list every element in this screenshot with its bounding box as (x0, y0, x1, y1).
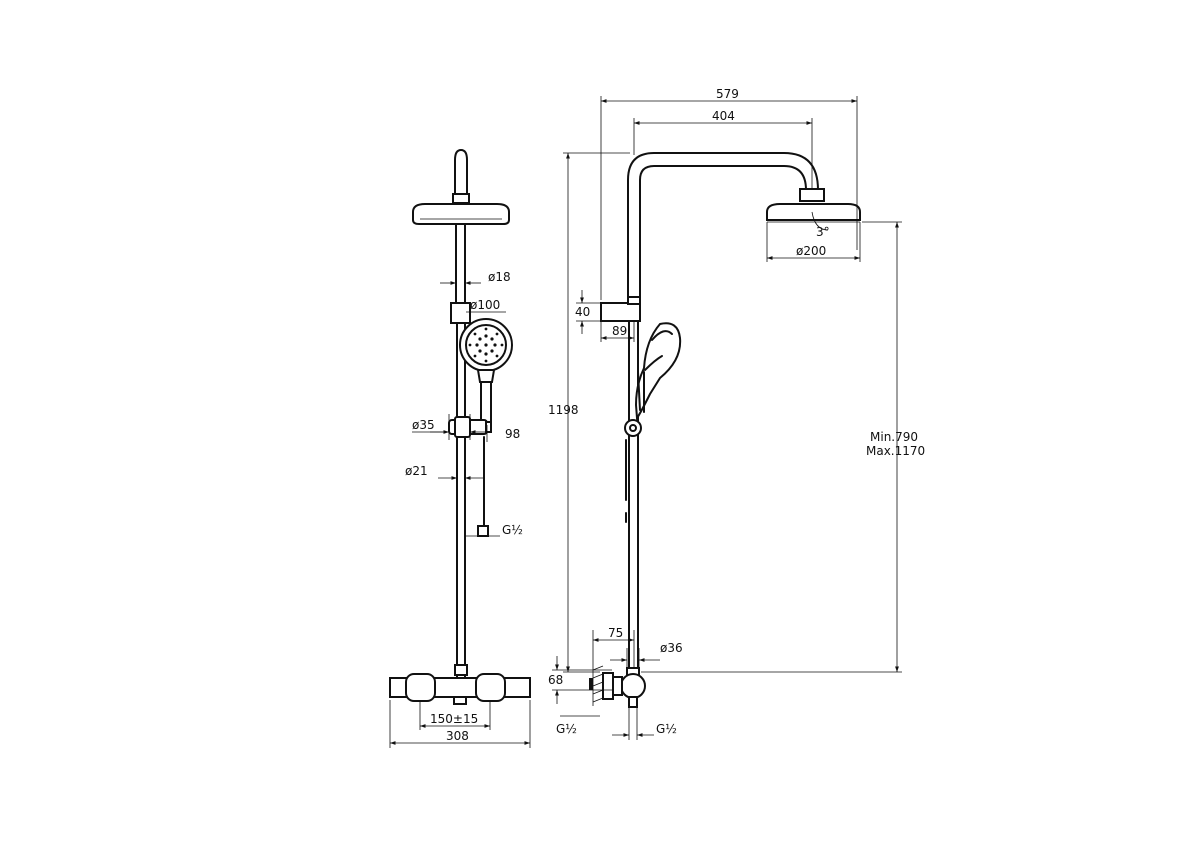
front-arm-top (454, 149, 468, 196)
dim-side-tilt: 3° (811, 211, 830, 239)
dim-side-eccentric: 75 (592, 626, 635, 668)
front-lower-pipe (456, 322, 466, 679)
dim-front-pipe-upper: ø18 (440, 270, 511, 290)
front-hose-nut (477, 525, 489, 537)
label-outlet-thread: G½ (656, 722, 677, 736)
label-head-tilt: 3° (816, 225, 830, 239)
side-riser-arm (627, 152, 819, 299)
side-head-nut (799, 188, 825, 202)
dim-side-total: 579 (600, 87, 858, 300)
dim-side-holder-depth: 89 (600, 321, 635, 342)
side-view: 579 404 1198 40 89 3° (548, 87, 925, 740)
label-inlet-spacing: 150±15 (430, 712, 478, 726)
label-hand-shower: ø100 (470, 298, 500, 312)
label-holder-depth: 89 (612, 324, 627, 338)
dim-side-head-height: Min.790 Max.1170 (641, 221, 925, 673)
label-pipe-lower: ø21 (405, 464, 428, 478)
front-upper-pipe (455, 223, 466, 305)
label-hose-thread: G½ (502, 523, 523, 537)
label-bracket: ø35 (412, 418, 435, 432)
dim-front-bracket: ø35 (412, 414, 485, 440)
label-mixer-width: 308 (446, 729, 469, 743)
side-hand-shower (634, 322, 682, 421)
side-mixer (589, 665, 646, 708)
dim-front-inlet-spacing: 150±15 (419, 702, 491, 730)
front-view: ø18 ø100 ø35 98 ø21 G½ (389, 149, 531, 748)
dim-front-hose-thread: G½ (466, 523, 523, 537)
side-lower-pipe (628, 320, 639, 672)
front-holder (450, 302, 471, 324)
label-total-projection: 579 (716, 87, 739, 101)
label-arm-length: 404 (712, 109, 735, 123)
side-head-shower (766, 203, 861, 221)
dim-side-wall-offset: 68 (548, 656, 612, 704)
label-head-diameter: ø200 (796, 244, 826, 258)
dim-front-mixer-width: 308 (389, 700, 531, 748)
front-arm-nut (452, 193, 470, 204)
dim-side-head: ø200 (766, 222, 861, 262)
label-holder-height: 40 (575, 305, 590, 319)
front-slider-bracket (448, 416, 492, 438)
side-holder (600, 302, 641, 322)
dim-side-height: 1198 (548, 152, 630, 673)
front-hand-shower (459, 318, 513, 423)
label-inlet-thread: G½ (556, 722, 577, 736)
label-height-min: Min.790 (870, 430, 918, 444)
side-slider (624, 419, 642, 437)
dim-side-outlet-thread: G½ (612, 707, 677, 740)
dim-side-inlet-thread: G½ (556, 715, 600, 736)
label-bracket-depth: 98 (505, 427, 520, 441)
label-eccentric-depth: 75 (608, 626, 623, 640)
dim-front-hand-shower: ø100 (466, 298, 506, 313)
dim-side-union: ø36 (610, 641, 683, 668)
label-pipe-upper: ø18 (488, 270, 511, 284)
front-head-shower (412, 203, 510, 225)
label-wall-offset: 68 (548, 673, 563, 687)
dim-side-arm: 404 (633, 109, 813, 190)
dim-front-pipe-lower: ø21 (405, 464, 484, 484)
label-union: ø36 (660, 641, 683, 655)
label-overall-height: 1198 (548, 403, 579, 417)
dim-side-holder-height: 40 (575, 290, 601, 334)
label-height-max: Max.1170 (866, 444, 925, 458)
dim-front-bracket-depth: 98 (486, 425, 520, 442)
front-mixer (389, 673, 531, 705)
